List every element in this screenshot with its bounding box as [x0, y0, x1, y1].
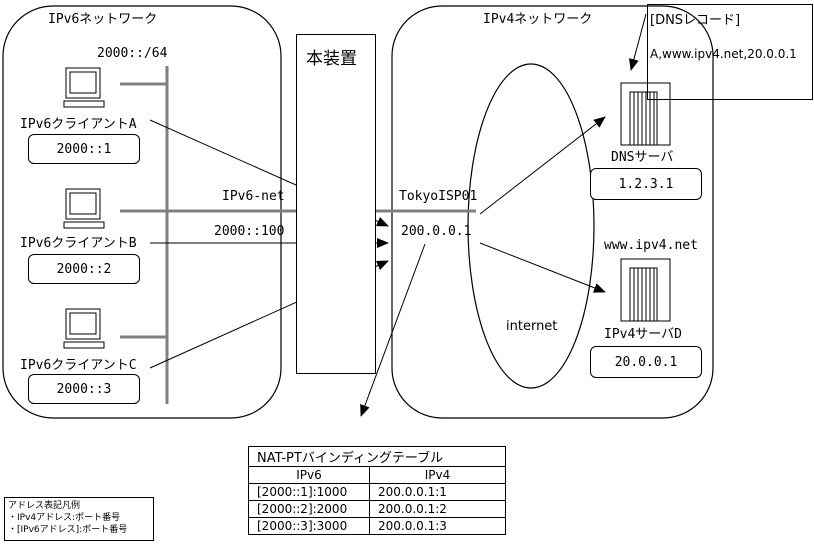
internet-cloud	[467, 63, 595, 389]
device-label: 本装置	[306, 49, 357, 69]
arrow-to-ipv4-server	[479, 242, 606, 293]
ipv6-net-address: 2000::100	[214, 224, 285, 239]
dns-server-address: 1.2.3.1	[618, 176, 674, 192]
table-cell: [2000::3]:3000	[248, 517, 370, 535]
ipv4-server-name: IPv4サーバD	[604, 327, 683, 342]
address-notation-legend: アドレス表記凡例 ・IPv4アドレス:ポート番号 ・[IPv6アドレス]:ポート…	[4, 497, 154, 541]
legend-line-ipv6: ・[IPv6アドレス]:ポート番号	[8, 525, 128, 535]
client-a-address: 2000::1	[56, 141, 112, 157]
web-host-label: www.ipv4.net	[604, 238, 698, 253]
table-header-ipv4: IPv4	[369, 466, 506, 484]
table-row: [2000::3]:3000 200.0.0.1:3	[248, 517, 506, 535]
internet-label: internet	[506, 319, 558, 334]
table-cell: [2000::1]:1000	[248, 483, 370, 501]
client-b-address: 2000::2	[56, 261, 112, 277]
ipv4-server-address: 20.0.0.1	[614, 354, 678, 370]
arrow-to-nat-table	[360, 243, 426, 417]
nat-binding-table: NAT-PTバインディングテーブル IPv6 IPv4 [2000::1]:10…	[248, 446, 506, 535]
client-a-pc-icon	[63, 67, 105, 108]
client-b-name: IPv6クライアントB	[20, 236, 137, 251]
table-title: NAT-PTバインディングテーブル	[248, 446, 506, 467]
dns-server-icon	[620, 82, 671, 146]
arrow-to-dns	[479, 116, 606, 215]
dns-server-name: DNSサーバ	[611, 150, 674, 165]
ipv6-network-title: IPv6ネットワーク	[48, 12, 158, 27]
ipv4-server-address-box: 20.0.0.1	[590, 346, 702, 378]
client-a-name: IPv6クライアントA	[20, 117, 137, 132]
arrow-dns-record	[629, 13, 647, 71]
legend-title: アドレス表記凡例	[8, 501, 81, 511]
table-cell: [2000::2]:2000	[248, 500, 370, 518]
nat-pt-device	[296, 34, 376, 374]
table-title-row: NAT-PTバインディングテーブル	[248, 446, 506, 467]
table-cell: 200.0.0.1:3	[369, 517, 506, 535]
client-c-address: 2000::3	[56, 381, 112, 397]
dns-record-entry: A,www.ipv4.net,20.0.0.1	[650, 47, 797, 61]
table-header-ipv6: IPv6	[248, 466, 370, 484]
table-cell: 200.0.0.1:1	[369, 483, 506, 501]
client-c-name: IPv6クライアントC	[20, 358, 137, 373]
ipv4-network-title: IPv4ネットワーク	[483, 12, 593, 27]
dns-record-title: [DNSレコード]	[650, 13, 741, 28]
table-cell: 200.0.0.1:2	[369, 500, 506, 518]
ipv6-net-label: IPv6-net	[222, 189, 285, 204]
table-row: [2000::1]:1000 200.0.0.1:1	[248, 483, 506, 501]
dns-record-box: [DNSレコード] A,www.ipv4.net,20.0.0.1	[647, 4, 813, 100]
legend-line-ipv4: ・IPv4アドレス:ポート番号	[8, 513, 121, 523]
table-row: [2000::2]:2000 200.0.0.1:2	[248, 500, 506, 518]
client-a-address-box: 2000::1	[28, 134, 140, 164]
isp-name: TokyoISP01	[399, 189, 478, 204]
ipv6-prefix-label: 2000::/64	[97, 46, 168, 61]
ipv4-server-icon	[620, 258, 671, 322]
client-c-pc-icon	[63, 308, 105, 349]
table-header-row: IPv6 IPv4	[248, 466, 506, 484]
client-b-address-box: 2000::2	[28, 254, 140, 284]
client-b-pc-icon	[63, 188, 105, 229]
isp-address: 200.0.0.1	[401, 224, 472, 239]
dns-server-address-box: 1.2.3.1	[590, 168, 702, 200]
client-c-address-box: 2000::3	[28, 374, 140, 404]
